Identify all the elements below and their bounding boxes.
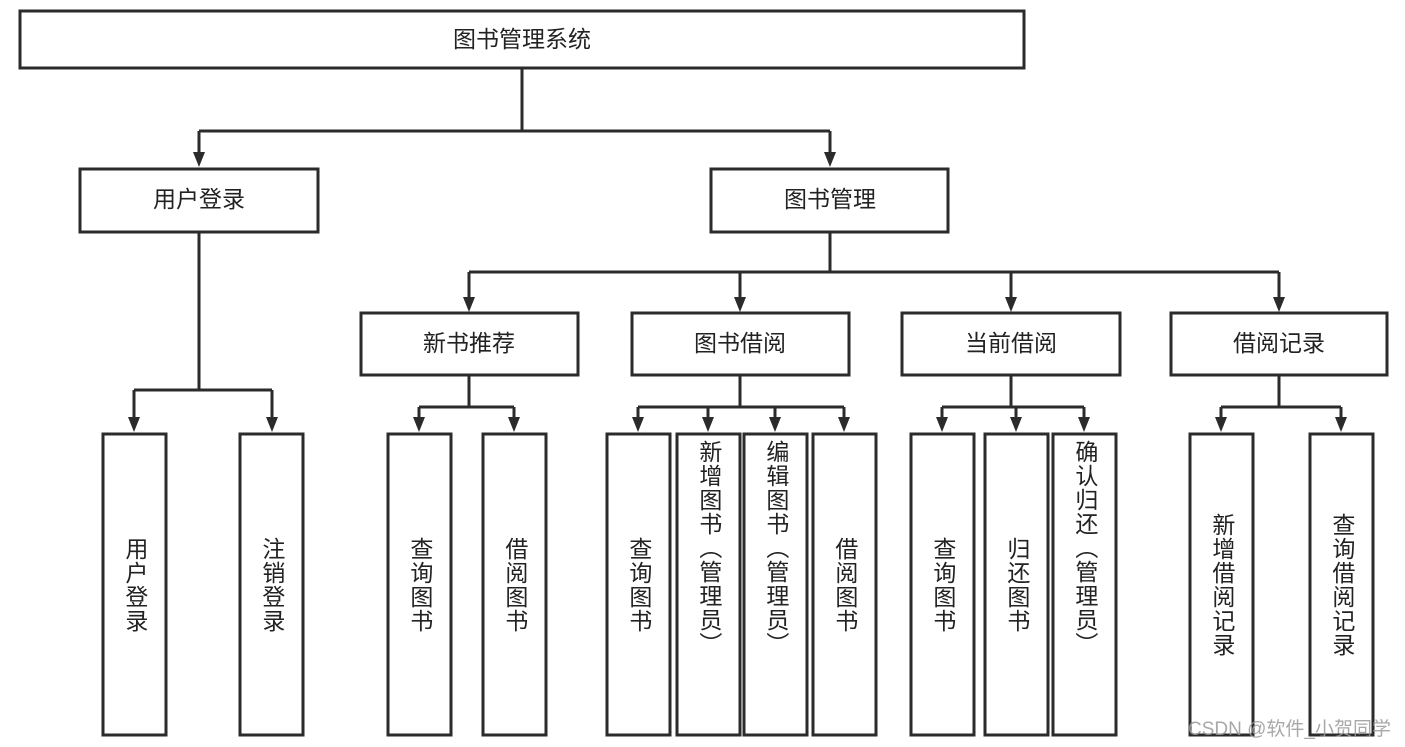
leaf-box-logout[interactable] — [238, 432, 305, 737]
arrowhead-borrow-record — [1273, 297, 1285, 312]
connector-root-to-level2 — [193, 68, 836, 167]
node-current-borrow-box[interactable] — [900, 311, 1122, 377]
leaf-box-query-book-2[interactable] — [605, 432, 672, 737]
leaf-box-borrow-book-1[interactable] — [481, 432, 548, 737]
node-book-management-box[interactable] — [709, 167, 950, 234]
node-current-borrow-label: 当前借阅 — [965, 330, 1057, 356]
arrowhead-leaf-edit-book — [769, 417, 781, 432]
leaf-box-query-book-3[interactable] — [909, 432, 976, 737]
arrowhead-book-borrow — [734, 297, 746, 312]
leaf-box-add-book[interactable] — [675, 432, 742, 737]
leaf-box-query-record[interactable] — [1308, 432, 1375, 737]
connector-new-book-to-leaves — [413, 375, 520, 432]
connector-user-login-to-leaves — [128, 232, 278, 432]
leaf-box-add-record[interactable] — [1188, 432, 1255, 737]
leaf-box-return-book[interactable] — [983, 432, 1050, 737]
node-borrow-record-label: 借阅记录 — [1233, 330, 1325, 356]
node-new-book-recommend-box[interactable] — [359, 311, 580, 377]
arrowhead-user-login — [193, 152, 205, 167]
leaf-box-confirm-return[interactable] — [1051, 432, 1118, 737]
leaf-box-user-login[interactable] — [101, 432, 168, 737]
node-current-borrow[interactable]: 当前借阅 — [900, 311, 1122, 377]
arrowhead-new-book — [463, 297, 475, 312]
node-new-book-recommend[interactable]: 新书推荐 — [359, 311, 580, 377]
arrowhead-leaf-logout — [266, 417, 278, 432]
arrowhead-leaf-add-record — [1215, 417, 1227, 432]
node-book-borrow[interactable]: 图书借阅 — [630, 311, 851, 377]
arrowhead-leaf-add-book — [702, 417, 714, 432]
node-root-box[interactable] — [18, 9, 1026, 70]
arrowhead-leaf-borrow-book-1 — [508, 417, 520, 432]
node-new-book-recommend-label: 新书推荐 — [423, 330, 515, 356]
node-root[interactable]: 图书管理系统 — [18, 9, 1026, 70]
arrowhead-leaf-user-login — [128, 417, 140, 432]
node-borrow-record-box[interactable] — [1169, 311, 1389, 377]
arrowhead-leaf-query-book-3 — [936, 417, 948, 432]
node-borrow-record[interactable]: 借阅记录 — [1169, 311, 1389, 377]
node-root-label: 图书管理系统 — [453, 26, 591, 52]
arrowhead-book-mgmt — [824, 152, 836, 167]
csdn-watermark: CSDN @软件_小贺同学 — [1188, 719, 1391, 740]
arrowhead-leaf-confirm-return — [1078, 417, 1090, 432]
leaf-box-edit-book[interactable] — [742, 432, 809, 737]
node-book-borrow-label: 图书借阅 — [694, 330, 786, 356]
node-user-login[interactable]: 用户登录 — [78, 167, 320, 234]
node-book-borrow-box[interactable] — [630, 311, 851, 377]
connector-book-borrow-to-leaves — [632, 375, 850, 432]
node-book-management-label: 图书管理 — [784, 186, 876, 212]
connector-borrow-record-to-leaves — [1215, 375, 1347, 432]
connector-book-mgmt-to-level3 — [463, 232, 1285, 312]
arrowhead-leaf-query-book-2 — [632, 417, 644, 432]
arrowhead-current-borrow — [1005, 297, 1017, 312]
node-user-login-label: 用户登录 — [153, 186, 245, 212]
arrowhead-leaf-query-book-1 — [413, 417, 425, 432]
connector-current-borrow-to-leaves — [936, 375, 1090, 432]
arrowhead-leaf-return-book — [1010, 417, 1022, 432]
leaf-box-borrow-book-2[interactable] — [811, 432, 878, 737]
node-book-management[interactable]: 图书管理 — [709, 167, 950, 234]
arrowhead-leaf-borrow-book-2 — [838, 417, 850, 432]
leaf-box-query-book-1[interactable] — [386, 432, 453, 737]
arrowhead-leaf-query-record — [1335, 417, 1347, 432]
